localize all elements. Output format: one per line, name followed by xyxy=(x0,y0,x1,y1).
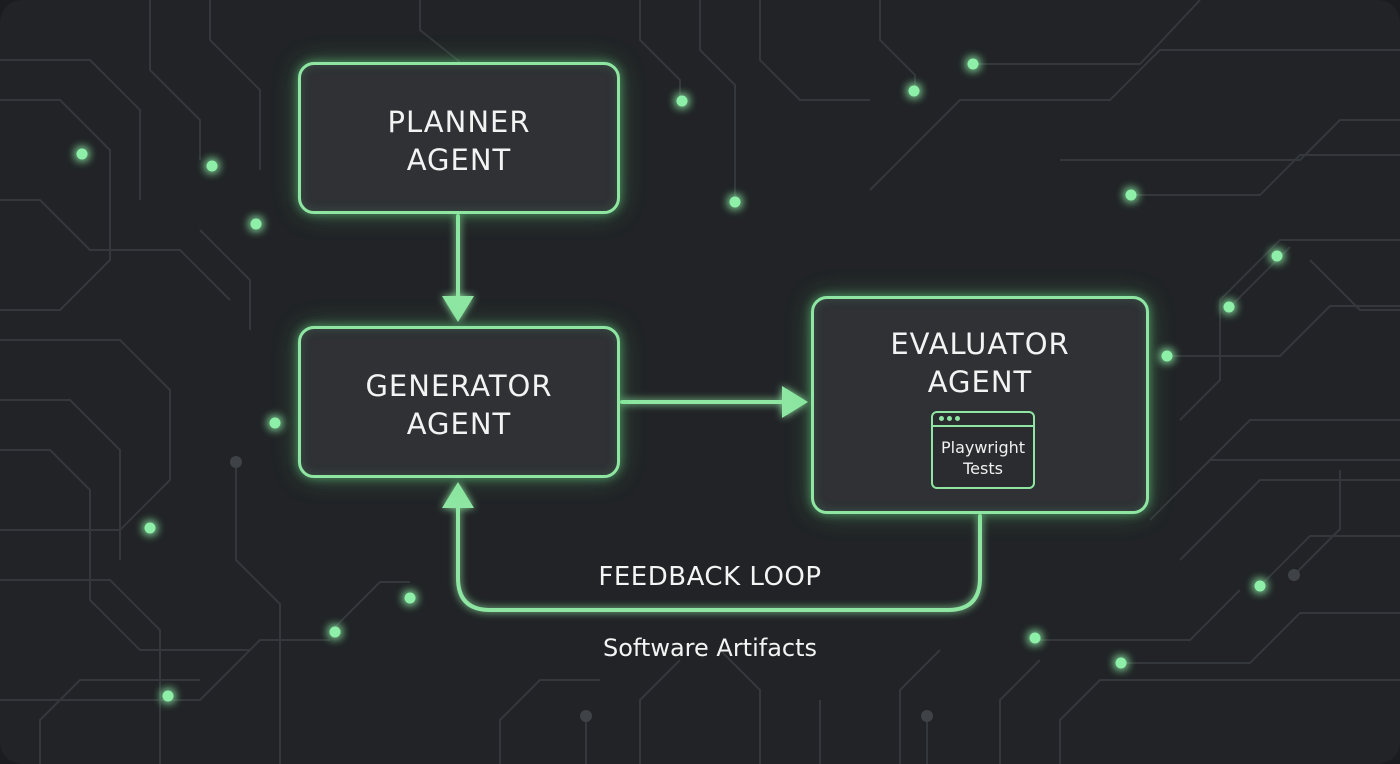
feedback-loop-label: FEEDBACK LOOP xyxy=(598,562,822,592)
generator-agent-node: GENERATOR AGENT xyxy=(298,326,620,478)
arrowhead-generator-top xyxy=(442,296,474,322)
playwright-tests-label: Playwright Tests xyxy=(940,438,1026,478)
software-artifacts-label: Software Artifacts xyxy=(602,634,818,662)
browser-dot-icon xyxy=(955,416,960,421)
planner-agent-node: PLANNER AGENT xyxy=(298,62,620,214)
evaluator-agent-label: EVALUATOR AGENT xyxy=(890,327,1070,399)
edge-feedback-loop xyxy=(456,506,982,612)
browser-dot-icon xyxy=(939,416,944,421)
browser-dot-icon xyxy=(947,416,952,421)
browser-title-bar xyxy=(933,425,1033,427)
evaluator-agent-node: EVALUATOR AGENT Playwright Tests xyxy=(811,296,1149,514)
planner-agent-label: PLANNER AGENT xyxy=(387,105,531,177)
browser-window-icon: Playwright Tests xyxy=(931,411,1035,489)
glowing-nodes xyxy=(76,58,1283,702)
generator-agent-label: GENERATOR AGENT xyxy=(365,369,553,441)
circuit-junctions xyxy=(230,456,1300,722)
arrowhead-generator-bottom xyxy=(442,482,474,508)
arrowhead-evaluator-left xyxy=(782,386,808,418)
